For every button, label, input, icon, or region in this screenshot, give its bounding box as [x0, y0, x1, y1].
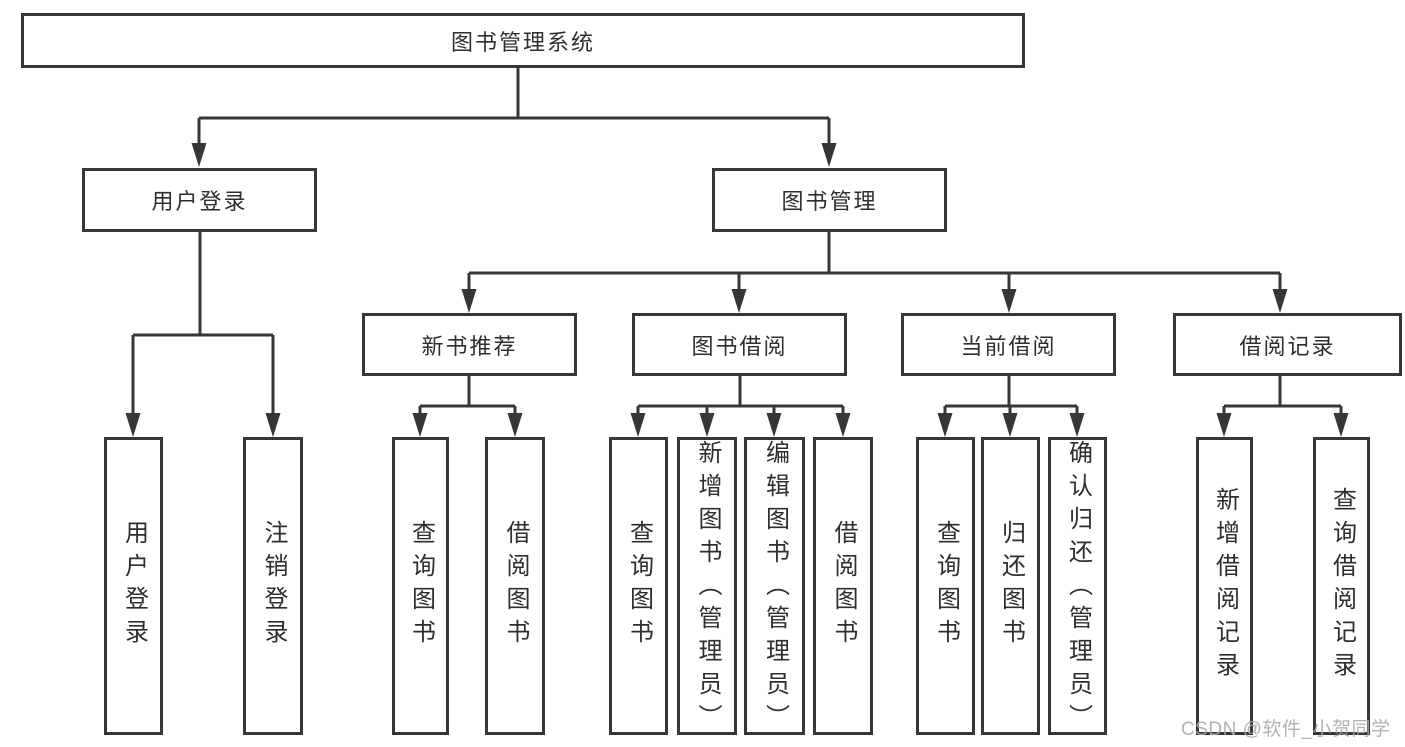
leaf-query-books-recommend: 查询图书: [392, 437, 449, 735]
leaf-borrow-books-recommend: 借阅图书: [485, 437, 545, 735]
node-new-book-recommend: 新书推荐: [362, 313, 577, 376]
leaf-add-books-admin: 新增图书（管理员）: [677, 437, 737, 737]
leaf-user-login: 用户登录: [104, 437, 163, 735]
leaf-return-books: 归还图书: [981, 437, 1040, 735]
node-root: 图书管理系统: [21, 13, 1025, 68]
leaf-query-borrow-record: 查询借阅记录: [1313, 437, 1370, 735]
leaf-borrow-books-borrowing: 借阅图书: [813, 437, 873, 735]
leaf-edit-books-admin: 编辑图书（管理员）: [744, 437, 805, 737]
node-current-borrowing: 当前借阅: [901, 313, 1116, 376]
leaf-add-borrow-record: 新增借阅记录: [1196, 437, 1253, 735]
leaf-confirm-return-admin: 确认归还（管理员）: [1048, 437, 1107, 737]
leaf-query-books-current: 查询图书: [916, 437, 975, 735]
csdn-watermark: CSDN @软件_小贺同学: [1181, 719, 1391, 740]
node-user-login: 用户登录: [82, 168, 317, 232]
arrowheads: [125, 143, 1349, 437]
node-borrow-records: 借阅记录: [1173, 313, 1402, 376]
leaf-query-books-borrowing: 查询图书: [609, 437, 668, 735]
node-book-borrowing: 图书借阅: [632, 313, 847, 376]
tree-edges: [131, 68, 1343, 420]
leaf-logout-login: 注销登录: [243, 437, 303, 735]
node-book-management: 图书管理: [712, 168, 947, 232]
